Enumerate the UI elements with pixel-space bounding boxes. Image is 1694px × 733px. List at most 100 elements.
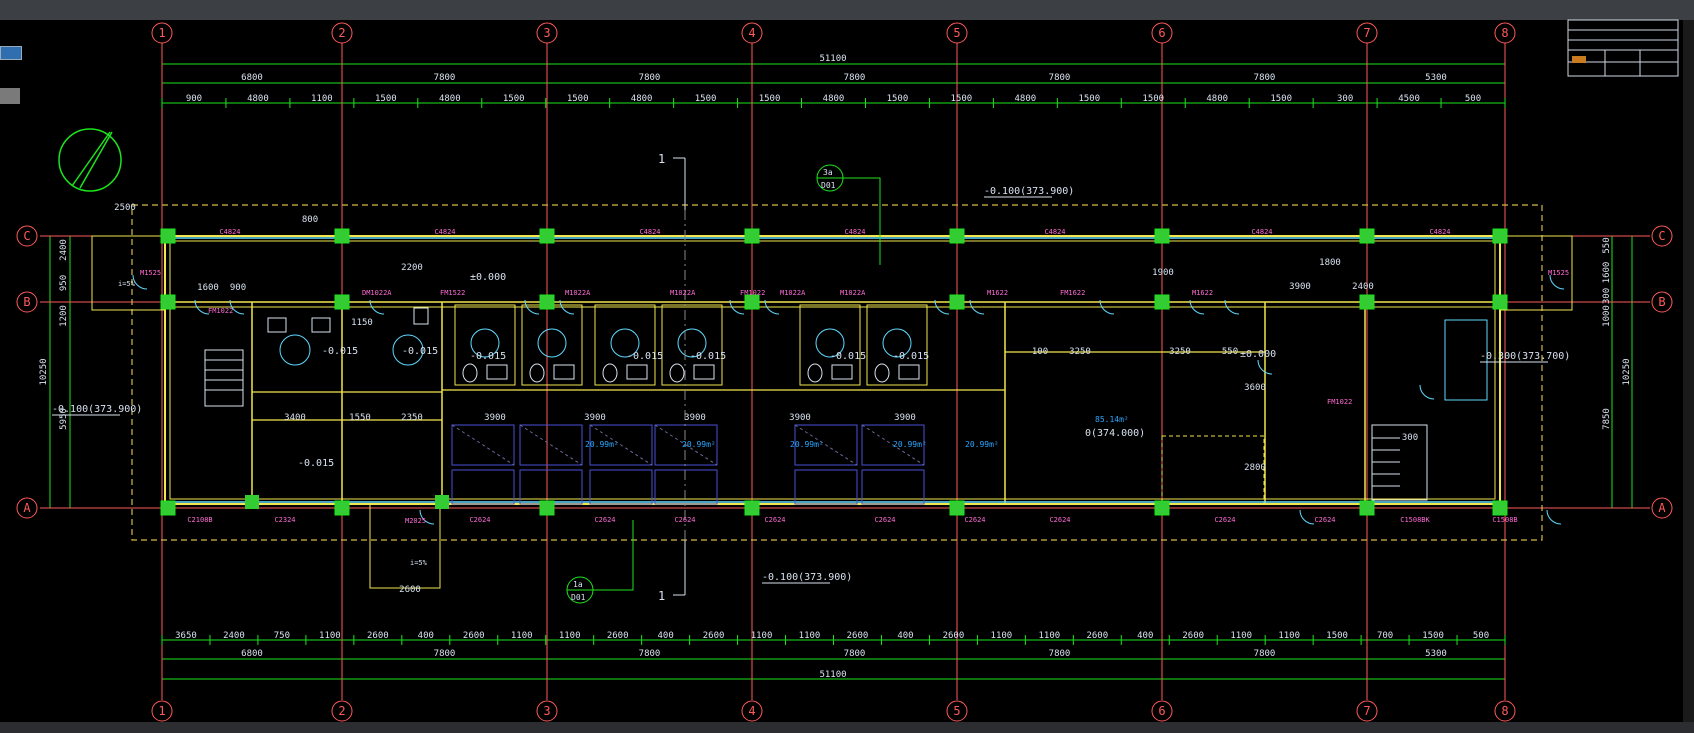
viewcube-tab[interactable] — [0, 46, 22, 60]
dim-bottom-bay: 6800 — [241, 649, 263, 659]
dim-inner: 2200 — [401, 263, 423, 273]
bed-icon — [861, 424, 925, 466]
grid-bubble — [946, 22, 968, 44]
dim-overall-bottom: 51100 — [819, 670, 846, 680]
dim-bottom-seg: 2600 — [463, 631, 485, 641]
slope-mark: i=5% — [118, 280, 136, 288]
grid-label-col: 8 — [1501, 704, 1508, 718]
window-label-top: C4824 — [1044, 228, 1065, 236]
toilet-icon — [413, 307, 429, 325]
column — [539, 228, 555, 244]
dim-bottom-seg: 1100 — [559, 631, 581, 641]
shower-icon — [882, 328, 912, 358]
bed-diagonal — [519, 424, 583, 466]
grid-bubble — [331, 22, 353, 44]
column — [1492, 228, 1508, 244]
door-swing — [1419, 384, 1435, 400]
dim-inner: 100 — [1032, 347, 1048, 357]
dim-bottom-seg: 2600 — [1086, 631, 1108, 641]
dim-left: 1200 — [59, 305, 69, 327]
dim-bottom-seg: 1500 — [1326, 631, 1348, 641]
dim-right: 7850 — [1602, 408, 1612, 430]
dim-bottom-seg: 400 — [418, 631, 434, 641]
grid-bubble — [1151, 700, 1173, 722]
window-label-bottom: C2624 — [469, 516, 490, 524]
window-label-bottom: C1508BK — [1400, 516, 1430, 524]
window-label-bottom: C2624 — [1314, 516, 1335, 524]
shower-icon — [279, 334, 311, 366]
door-swing — [1257, 359, 1273, 375]
dim-bottom-seg: 1100 — [991, 631, 1013, 641]
dim-inner: 3400 — [284, 413, 306, 423]
bed-diagonal — [589, 424, 653, 466]
column — [949, 294, 965, 310]
dim-top-seg: 4500 — [1398, 94, 1420, 104]
dim-inner: 1150 — [351, 318, 373, 328]
detail-ref-bottom[interactable]: 1a D01 — [566, 520, 634, 604]
elevation-labels: -0.100(373.900) -0.100(373.900) -0.100(3… — [52, 186, 1570, 584]
dim-bottom-bay: 7800 — [639, 649, 661, 659]
grid-label-col: 6 — [1158, 704, 1165, 718]
building-walls — [91, 235, 1573, 589]
sink-icon — [831, 364, 853, 380]
dim-bottom-seg: 2600 — [703, 631, 725, 641]
door-swings — [132, 274, 1565, 525]
dim-left: 5950 — [59, 408, 69, 430]
bed-icon — [654, 424, 718, 466]
bed-icon — [654, 469, 718, 505]
column — [1154, 294, 1170, 310]
sink-icon — [898, 364, 920, 380]
door-label: M1022A — [670, 289, 696, 297]
door-swing — [764, 299, 780, 315]
bed-diagonal — [451, 424, 515, 466]
elev-east: -0.300(373.700) — [1480, 351, 1570, 362]
shower-icon — [815, 328, 845, 358]
door-swing — [1224, 299, 1240, 315]
dim-bottom-seg: 700 — [1377, 631, 1393, 641]
bed-icon — [519, 424, 583, 466]
dim-inner: 800 — [302, 215, 318, 225]
dim-top-seg: 4800 — [247, 94, 269, 104]
section-mark-bottom: 1 — [658, 589, 665, 603]
dim-bottom-seg: 2600 — [367, 631, 389, 641]
room-level: -0.015 — [298, 458, 334, 469]
room-area: 20.99m² — [585, 440, 619, 449]
dim-bottom-bay: 7800 — [844, 649, 866, 659]
grid-label-col: 4 — [748, 704, 755, 718]
dim-top-seg: 1500 — [1142, 94, 1164, 104]
door-swing — [369, 299, 385, 315]
detail-ref-top-num: 3a — [823, 168, 833, 177]
dim-left: 950 — [59, 275, 69, 291]
grid-bubble — [741, 22, 763, 44]
column — [949, 500, 965, 516]
grid-bubble — [536, 700, 558, 722]
grid-bubble — [1356, 700, 1378, 722]
detail-ref-top[interactable]: 3a D01 — [816, 164, 881, 265]
column — [160, 500, 176, 516]
room-level: -0.015 — [690, 351, 726, 362]
column — [949, 228, 965, 244]
sink-icon — [486, 364, 508, 380]
dim-inner: 550 — [1222, 347, 1238, 357]
door-label: M1022A — [565, 289, 591, 297]
bath-enclosure — [521, 304, 583, 386]
door-label: FM1022 — [208, 307, 233, 315]
dim-top-bay: 7800 — [434, 73, 456, 83]
room-area: 20.99m² — [893, 440, 927, 449]
grid-bubble — [151, 700, 173, 722]
window-label-bottom: C2624 — [874, 516, 895, 524]
door-label: M1525 — [1548, 269, 1569, 277]
grid-label-row: C — [1658, 229, 1665, 243]
floor-zero-2: ±0.000 — [1240, 349, 1276, 360]
dim-top-seg: 500 — [1465, 94, 1481, 104]
shower-icon — [610, 328, 640, 358]
bed-diagonal — [861, 424, 925, 466]
nav-tab[interactable] — [0, 88, 20, 104]
dim-top-seg: 1500 — [375, 94, 397, 104]
bath-enclosure — [661, 304, 723, 386]
grid-label-col: 5 — [953, 26, 960, 40]
door-swing — [132, 274, 148, 290]
right-scroll-strip[interactable] — [1683, 20, 1694, 722]
